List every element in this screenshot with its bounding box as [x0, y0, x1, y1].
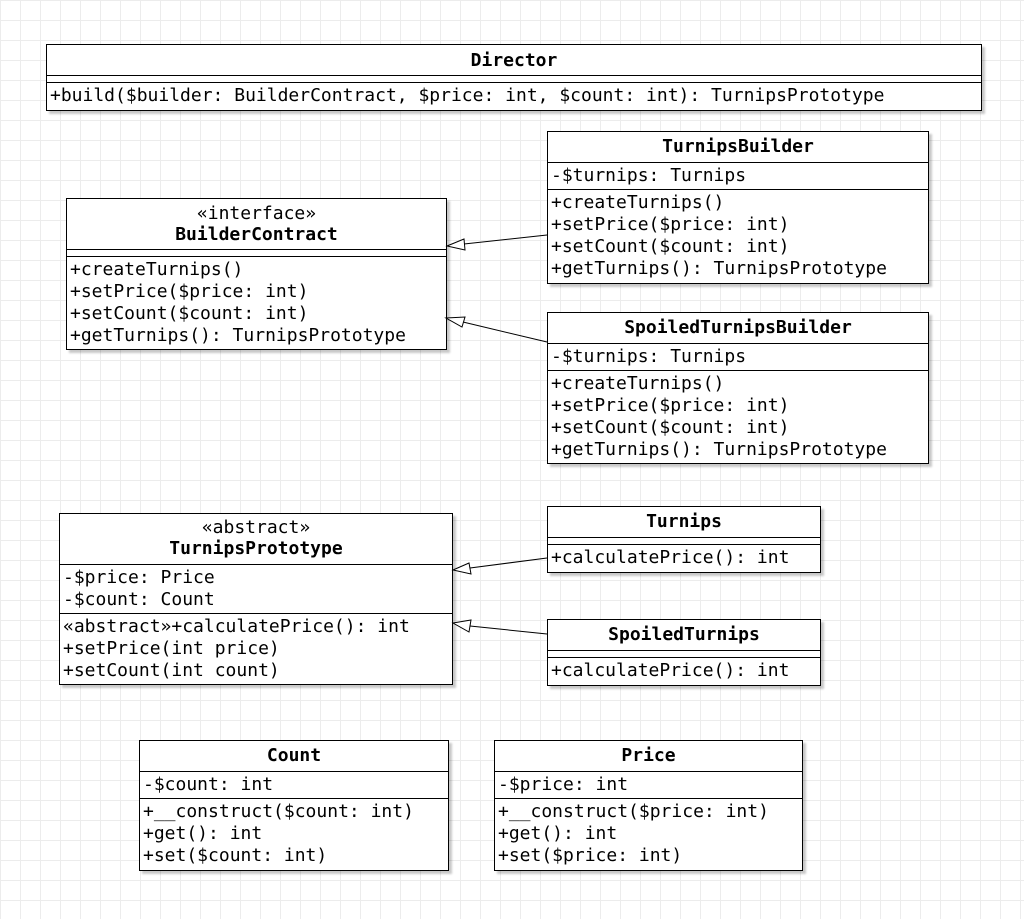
operation: «abstract»+calculatePrice(): int [63, 616, 410, 637]
class-name: Price [621, 745, 676, 766]
operation: +setPrice($price: int) [551, 395, 790, 416]
attribute: -$price: Price [63, 567, 215, 588]
class-header: SpoiledTurnipsBuilder [548, 313, 928, 344]
operation: +setCount($count: int) [551, 236, 790, 257]
class-spoiled-turnips[interactable]: SpoiledTurnips +calculatePrice(): int [547, 619, 821, 686]
class-turnips-builder[interactable]: TurnipsBuilder -$turnips: Turnips +creat… [547, 131, 929, 284]
class-header: Turnips [548, 507, 820, 538]
attributes-section [548, 538, 820, 545]
attributes-section [548, 651, 820, 658]
operations-section: +__construct($count: int) +get(): int +s… [140, 799, 448, 869]
class-spoiled-turnips-builder[interactable]: SpoiledTurnipsBuilder -$turnips: Turnips… [547, 312, 929, 464]
operations-section: +calculatePrice(): int [548, 545, 820, 571]
edge-turnips-builder-to-builder-contract [463, 234, 548, 245]
class-name: Count [266, 745, 322, 766]
operation: +setCount(int count) [63, 660, 280, 681]
operation: +setCount($count: int) [551, 417, 790, 438]
class-header: Count [140, 741, 448, 772]
class-director[interactable]: Director +build($builder: BuilderContrac… [46, 44, 982, 111]
class-name: TurnipsPrototype [169, 538, 343, 559]
class-price[interactable]: Price -$price: int +__construct($price: … [494, 740, 803, 871]
operations-section: +createTurnips() +setPrice($price: int) … [67, 257, 446, 349]
operation: +set($count: int) [143, 845, 328, 866]
operation: +__construct($price: int) [498, 801, 769, 822]
stereotype: «interface» [196, 203, 317, 224]
operation: +getTurnips(): TurnipsPrototype [551, 439, 887, 460]
class-header: «abstract» TurnipsPrototype [60, 514, 452, 565]
edge-turnips-to-turnips-prototype [469, 557, 548, 569]
operation: +createTurnips() [70, 259, 244, 280]
class-header: Director [47, 45, 981, 76]
operation: +build($builder: BuilderContract, $price… [50, 85, 885, 106]
operation: +get(): int [498, 823, 618, 844]
class-header: TurnipsBuilder [548, 132, 928, 163]
hollow-triangle-arrowhead [445, 238, 466, 251]
class-header: Price [495, 741, 802, 772]
edge-spoiled-turnips-to-turnips-prototype [469, 625, 548, 635]
operation: +setCount($count: int) [70, 303, 309, 324]
attribute: -$count: int [143, 774, 274, 795]
operation: +__construct($count: int) [143, 801, 414, 822]
operations-section: +createTurnips() +setPrice($price: int) … [548, 190, 928, 282]
attribute: -$count: Count [63, 589, 215, 610]
attributes-section [47, 76, 981, 83]
operations-section: +build($builder: BuilderContract, $price… [47, 83, 981, 109]
operations-section: +calculatePrice(): int [548, 658, 820, 684]
attributes-section: -$turnips: Turnips [548, 344, 928, 371]
operation: +getTurnips(): TurnipsPrototype [70, 325, 406, 346]
attributes-section: -$turnips: Turnips [548, 163, 928, 190]
attributes-section: -$price: Price -$count: Count [60, 565, 452, 614]
operations-section: «abstract»+calculatePrice(): int +setPri… [60, 614, 452, 684]
class-name: SpoiledTurnipsBuilder [624, 317, 852, 338]
operation: +getTurnips(): TurnipsPrototype [551, 258, 887, 279]
edge-spoiled-turnips-builder-to-builder-contract [462, 321, 548, 343]
operation: +createTurnips() [551, 192, 725, 213]
hollow-triangle-arrowhead [451, 619, 472, 633]
class-name: Director [470, 50, 558, 71]
class-header: «interface» BuilderContract [67, 199, 446, 250]
hollow-triangle-arrowhead [451, 562, 472, 575]
class-name: BuilderContract [175, 224, 338, 245]
operation: +calculatePrice(): int [551, 547, 790, 568]
attribute: -$price: int [498, 774, 629, 795]
class-turnips-prototype[interactable]: «abstract» TurnipsPrototype -$price: Pri… [59, 513, 453, 685]
class-name: TurnipsBuilder [662, 136, 814, 157]
attribute: -$turnips: Turnips [551, 165, 747, 186]
attribute: -$turnips: Turnips [551, 346, 747, 367]
class-header: SpoiledTurnips [548, 620, 820, 651]
class-name: SpoiledTurnips [608, 624, 760, 645]
operations-section: +__construct($price: int) +get(): int +s… [495, 799, 802, 869]
operation: +set($price: int) [498, 845, 683, 866]
operations-section: +createTurnips() +setPrice($price: int) … [548, 371, 928, 463]
class-name: Turnips [646, 511, 722, 532]
operation: +setPrice(int price) [63, 638, 280, 659]
class-builder-contract[interactable]: «interface» BuilderContract +createTurni… [66, 198, 447, 350]
attributes-section: -$price: int [495, 772, 802, 799]
attributes-section: -$count: int [140, 772, 448, 799]
operation: +setPrice($price: int) [70, 281, 309, 302]
operation: +createTurnips() [551, 373, 725, 394]
class-count[interactable]: Count -$count: int +__construct($count: … [139, 740, 449, 871]
operation: +setPrice($price: int) [551, 214, 790, 235]
operation: +calculatePrice(): int [551, 660, 790, 681]
class-turnips[interactable]: Turnips +calculatePrice(): int [547, 506, 821, 573]
operation: +get(): int [143, 823, 263, 844]
hollow-triangle-arrowhead [444, 316, 466, 328]
stereotype: «abstract» [201, 517, 311, 538]
attributes-section [67, 250, 446, 257]
